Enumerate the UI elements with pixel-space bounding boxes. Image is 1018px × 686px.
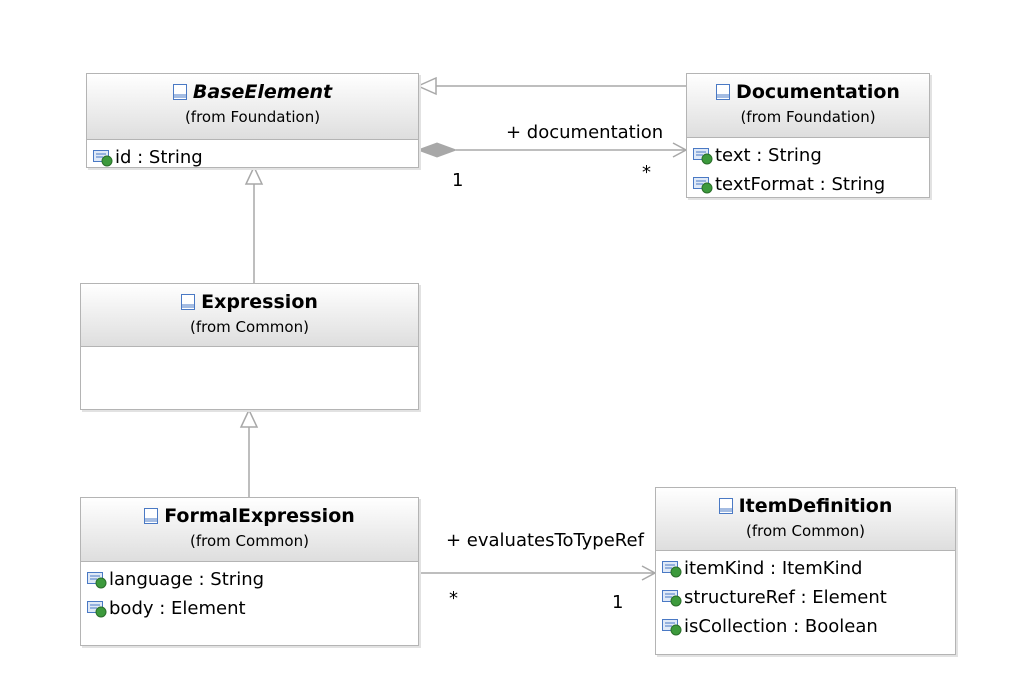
class-itemdefinition[interactable]: ItemDefinition (from Common) itemKind : …: [655, 487, 956, 655]
generalization-expression-baseelement: [244, 165, 264, 283]
class-icon: [181, 294, 196, 310]
class-name: Expression: [201, 291, 318, 313]
class-icon: [716, 84, 731, 100]
class-baseelement[interactable]: BaseElement (from Foundation) id : Strin…: [86, 73, 419, 168]
attribute-icon: [87, 600, 107, 617]
attribute-list: language : String body : Element: [81, 562, 418, 626]
composition-documentation: [416, 142, 688, 158]
class-header: FormalExpression (from Common): [81, 498, 418, 562]
class-name: ItemDefinition: [738, 495, 893, 517]
association-evaluates: [418, 565, 657, 581]
attribute-icon: [693, 176, 713, 193]
multiplicity-target-evaluates: 1: [612, 592, 624, 613]
attribute-icon: [662, 560, 682, 577]
attribute-list: id : String: [87, 140, 418, 175]
attribute[interactable]: language : String: [87, 565, 412, 594]
attribute-list: itemKind : ItemKind structureRef : Eleme…: [656, 551, 955, 644]
attribute-icon: [87, 571, 107, 588]
class-package: (from Foundation): [740, 108, 876, 126]
attribute[interactable]: itemKind : ItemKind: [662, 554, 949, 583]
class-name: BaseElement: [192, 81, 333, 103]
multiplicity-source-evaluates: *: [449, 588, 458, 609]
class-package: (from Common): [746, 522, 865, 540]
class-icon: [718, 498, 733, 514]
class-name: Documentation: [736, 81, 900, 103]
attribute-list: text : String textFormat : String: [687, 138, 929, 202]
class-name: FormalExpression: [164, 505, 355, 527]
attribute[interactable]: isCollection : Boolean: [662, 612, 949, 641]
class-package: (from Common): [190, 318, 309, 336]
association-role-documentation: + documentation: [506, 122, 664, 143]
attribute-icon: [693, 147, 713, 164]
association-role-evaluates: + evaluatesToTypeRef: [446, 530, 644, 551]
attribute[interactable]: text : String: [693, 141, 923, 170]
generalization-formalexpression-expression: [239, 408, 259, 497]
class-icon: [172, 84, 187, 100]
attribute[interactable]: textFormat : String: [693, 170, 923, 199]
attribute[interactable]: body : Element: [87, 594, 412, 623]
attribute[interactable]: id : String: [93, 143, 412, 172]
class-package: (from Foundation): [184, 108, 321, 126]
attribute[interactable]: structureRef : Element: [662, 583, 949, 612]
attribute-icon: [662, 589, 682, 606]
multiplicity-target-documentation: *: [642, 162, 651, 183]
class-header: BaseElement (from Foundation): [87, 74, 418, 140]
class-formalexpression[interactable]: FormalExpression (from Common) language …: [80, 497, 419, 646]
class-documentation[interactable]: Documentation (from Foundation) text : S…: [686, 73, 930, 198]
generalization-documentation-baseelement: [416, 76, 686, 96]
class-header: Expression (from Common): [81, 284, 418, 347]
class-expression[interactable]: Expression (from Common): [80, 283, 419, 410]
class-package: (from Common): [190, 532, 309, 550]
class-icon: [144, 508, 159, 524]
attribute-icon: [93, 149, 113, 166]
class-header: ItemDefinition (from Common): [656, 488, 955, 551]
attribute-list: [81, 347, 418, 353]
class-header: Documentation (from Foundation): [687, 74, 929, 138]
attribute-icon: [662, 618, 682, 635]
multiplicity-source-documentation: 1: [452, 170, 464, 191]
